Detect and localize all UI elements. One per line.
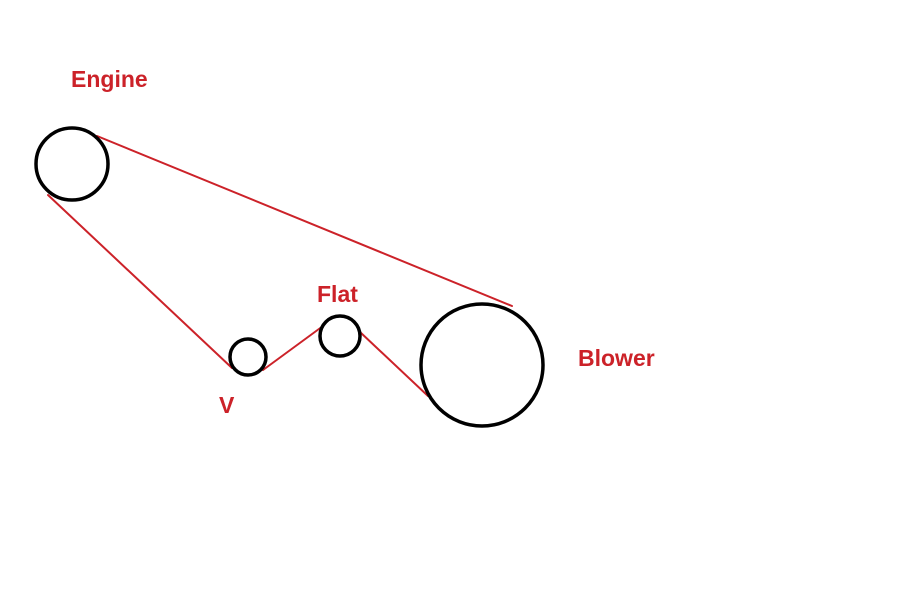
pulleys	[34, 126, 545, 428]
v-pulley	[228, 337, 268, 377]
belt	[47, 135, 513, 397]
belt-flat-to-blower	[359, 331, 429, 397]
flat-pulley	[318, 314, 362, 358]
v-label: V	[219, 392, 235, 418]
belt-engine-to-blower	[96, 135, 513, 307]
flat-label: Flat	[317, 281, 358, 307]
blower-pulley	[419, 302, 545, 428]
blower-label: Blower	[578, 345, 655, 371]
engine-label: Engine	[71, 66, 148, 92]
belt-engine-to-v	[47, 194, 233, 369]
engine-pulley	[34, 126, 110, 202]
belt-v-to-flat	[262, 325, 324, 371]
